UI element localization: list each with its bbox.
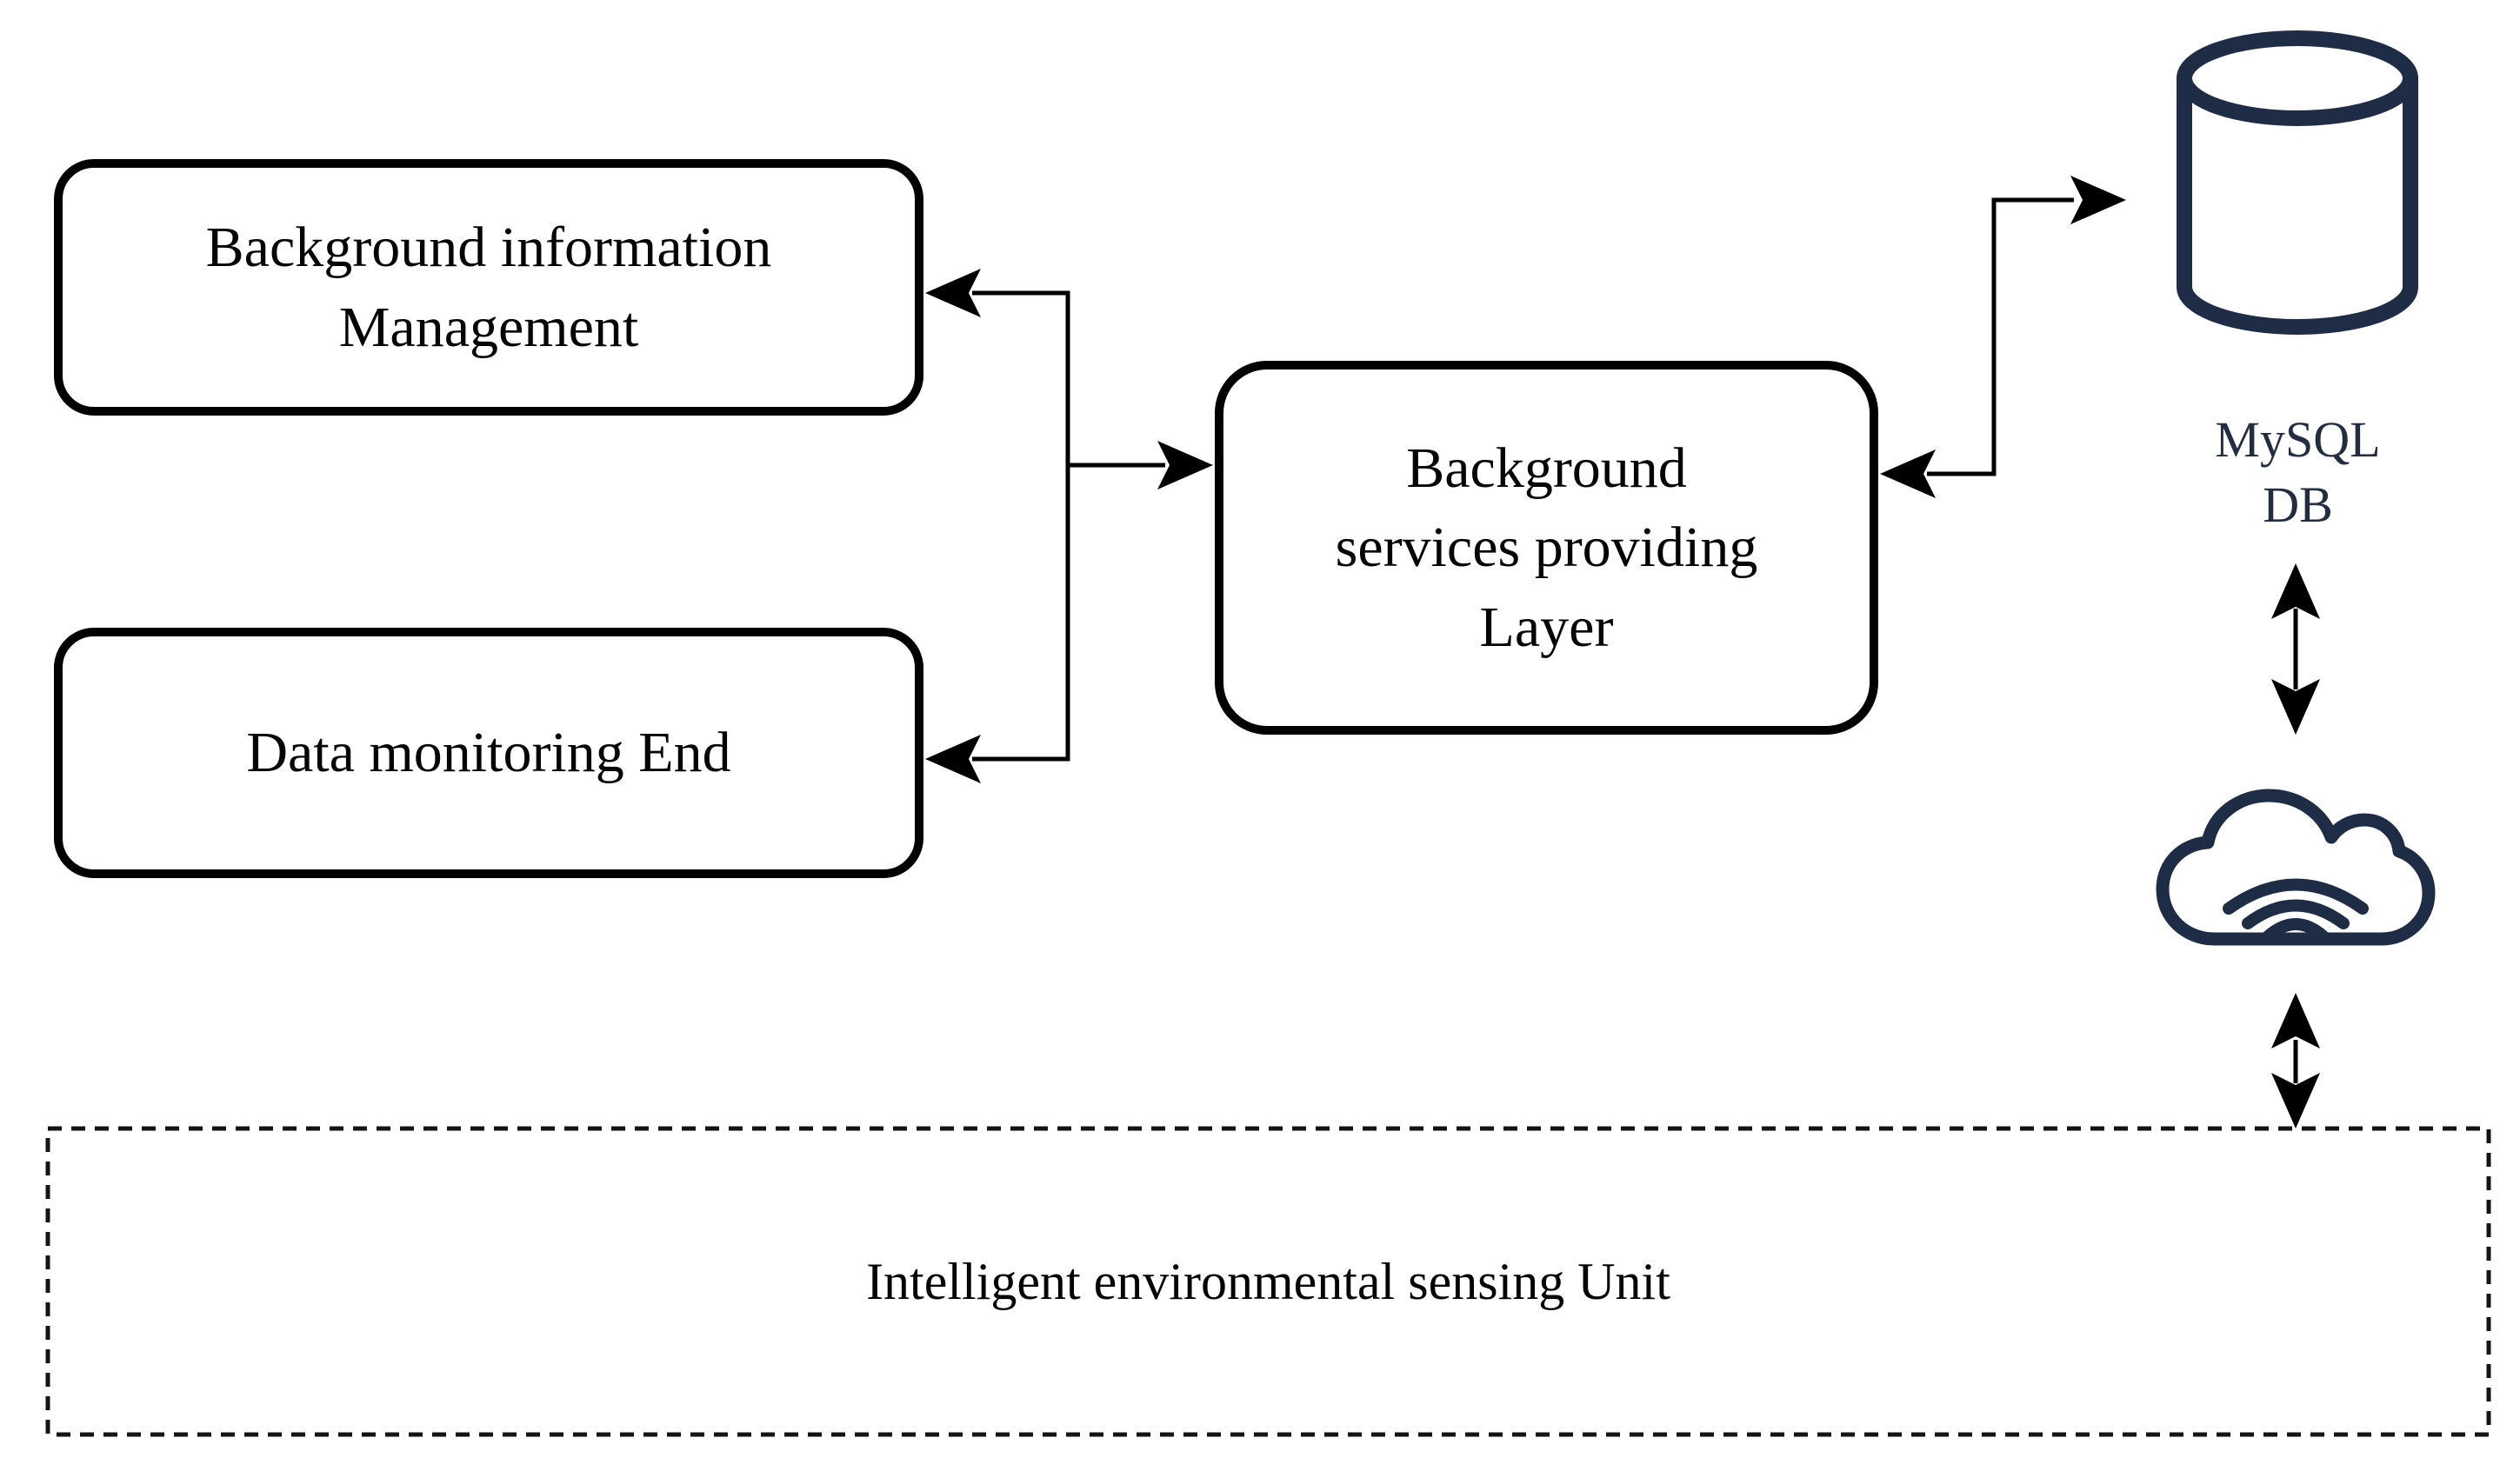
- mysql-db-label: MySQL DB: [2143, 407, 2452, 538]
- box-services-layer-line2: services providing: [1335, 516, 1758, 580]
- box-data-monitoring-label: Data monitoring End: [246, 721, 731, 785]
- box-data-monitoring-end: Data monitoring End: [54, 628, 923, 878]
- arrowhead-into-services-layer-right: [1880, 449, 1936, 498]
- sensing-unit-label: Intelligent environmental sensing Unit: [48, 1128, 2489, 1435]
- arrowhead-into-data-monitoring-box: [925, 735, 981, 783]
- cloud-outline: [2156, 789, 2436, 946]
- sensing-unit-label-text: Intelligent environmental sensing Unit: [866, 1252, 1670, 1310]
- database-cylinder-body: [2177, 78, 2418, 335]
- wifi-arc-middle: [2242, 899, 2350, 929]
- double-arrow-db-cloud-up-head: [2271, 563, 2320, 619]
- arrowhead-into-services-layer-box: [1157, 441, 1213, 489]
- double-arrow-cloud-sensing: [2271, 993, 2320, 1128]
- box-services-layer-line1: Background: [1406, 436, 1687, 501]
- bracket-connector-line: [972, 290, 1165, 762]
- wifi-arc-inner: [2261, 918, 2330, 943]
- box-background-information-line1: Background information: [205, 216, 772, 280]
- sensing-unit-dashed-box: [45, 1126, 2491, 1437]
- double-arrow-db-cloud-down-head: [2271, 679, 2320, 735]
- elbow-connector-line: [1927, 197, 2074, 476]
- database-cylinder-icon: [2177, 30, 2418, 335]
- box-background-services-providing-layer: Background services providing Layer: [1215, 361, 1878, 735]
- double-arrow-cloud-sensing-up-head: [2271, 993, 2320, 1049]
- box-services-layer-line3: Layer: [1479, 595, 1614, 659]
- arrowhead-into-background-info-box: [925, 269, 981, 317]
- double-arrow-cloud-sensing-down-head: [2271, 1073, 2320, 1128]
- arrowhead-into-mysql-db: [2070, 176, 2126, 224]
- double-arrow-db-cloud: [2271, 563, 2320, 735]
- wifi-arc-outer: [2223, 878, 2369, 915]
- database-cylinder-top: [2177, 30, 2418, 126]
- mysql-db-label-line2: DB: [2263, 476, 2333, 534]
- mysql-db-label-line1: MySQL: [2215, 411, 2381, 468]
- box-background-information-line2: Management: [338, 295, 639, 359]
- cloud-wifi-icon: [2156, 789, 2436, 946]
- box-background-information-management: Background information Management: [54, 159, 923, 416]
